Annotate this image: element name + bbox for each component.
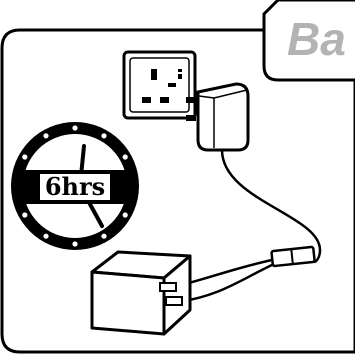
wall-socket-icon <box>124 52 195 118</box>
connector-icon <box>271 247 314 266</box>
battery-icon <box>92 252 190 334</box>
clock-icon: 6hrs <box>11 122 139 250</box>
duration-label: 6hrs <box>45 172 105 201</box>
title-tab: Ba <box>264 0 355 80</box>
title-text: Ba <box>287 13 346 65</box>
